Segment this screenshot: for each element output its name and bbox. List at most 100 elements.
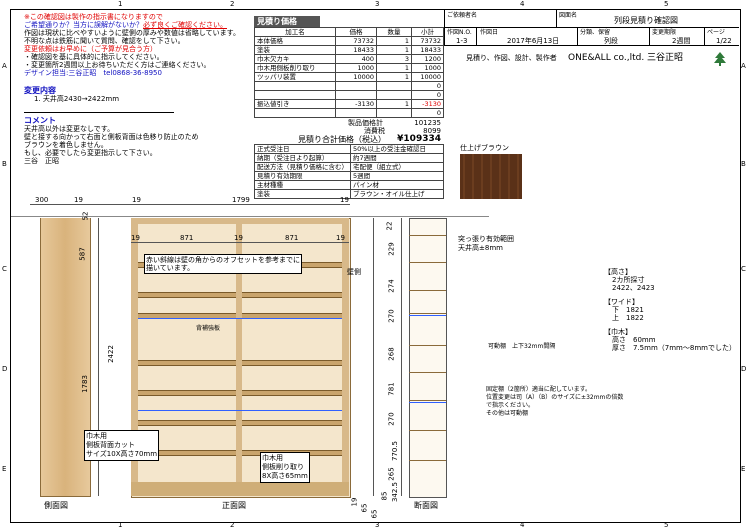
info-value: 50%以上の受注金確認日 [350, 144, 444, 154]
section-dim: 274 [387, 279, 396, 293]
maker-value: ONE&ALL co.,ltd. 三谷正昭 [568, 53, 684, 63]
notice-text: ・変更箇所2週間以上お待ちいただく方はご連絡ください。 [24, 61, 211, 69]
row-label-right: E [741, 465, 746, 473]
row-label-left: A [2, 62, 7, 70]
front-dim-19c: 19 [336, 234, 345, 242]
cell-subtotal: 0 [411, 108, 444, 118]
tree-logo-icon [714, 52, 726, 66]
changes-item: 1. 天井高2430→2422mm [34, 95, 120, 103]
estimate-title: 見積り価格 [254, 16, 320, 27]
cell-price: -3130 [335, 99, 377, 109]
fixed-shelf-line [138, 318, 342, 319]
row-label-right: C [741, 265, 746, 273]
front-shelf-left [138, 360, 236, 366]
page-value: 1/22 [716, 37, 732, 45]
cell-name: 本体価格 [254, 36, 336, 46]
cell-subtotal: 18433 [411, 45, 444, 55]
section-shelf [409, 372, 446, 373]
cell-name: 巾木欠カキ [254, 54, 336, 64]
dim-19a: 19 [74, 196, 83, 204]
baseboard-cut-note-2: 巾木用 側板削り取り 8X高さ65mm [260, 452, 310, 483]
col-label-bottom: 3 [375, 521, 380, 529]
cell-subtotal: 73732 [411, 36, 444, 46]
front-dim-871b: 871 [285, 234, 299, 242]
dim-300: 300 [35, 196, 49, 204]
front-shelf-left [138, 390, 236, 396]
row-label-right: B [741, 160, 746, 168]
specs-block: 【高さ】 2カ所採寸 2422、2423 【ワイド】 下 1821 上 1822… [604, 268, 736, 352]
section-shelf [409, 235, 446, 236]
col-label-bottom: 5 [664, 521, 669, 529]
tax-label: 消費税 [364, 127, 385, 135]
comment-line: もし、必要でしたら変更指示して下さい。 [24, 149, 157, 157]
customer-label: ご依頼者名 [447, 12, 478, 19]
notice-text: 作図は現状に比べやすいように壁側の厚みや数値は省略しています。 [24, 29, 240, 37]
skirting-title: 【巾木】 [604, 328, 632, 336]
baseboard-cut-note: 巾木用 側板背面カット サイズ10X高さ70mm [84, 430, 160, 461]
notice-line: ・変更箇所2週間以上お待ちいただく方はご連絡ください。 [24, 61, 240, 69]
rail-note: 背補強板 [196, 325, 221, 332]
section-dim: 85 [380, 491, 389, 501]
info-value: パイン材 [350, 180, 444, 190]
section-shelf [409, 400, 446, 401]
comment-line: 三谷 正昭 [24, 157, 59, 165]
dim-19c: 19 [340, 196, 349, 204]
section-shelf [409, 313, 446, 314]
category-label: 分類、保留 [580, 29, 611, 36]
width-line-1: 下 1821 [612, 306, 644, 314]
changes-block: 変更内容 1. 天井高2430→2422mm [24, 86, 174, 113]
drawing-frame [10, 9, 741, 523]
notice-text: ※この確認図は製作の指示書になりますので [24, 13, 163, 21]
info-key: 主材種種 [254, 180, 351, 190]
notice-line: ご希望通りか？当方に誤解がないか？必ず良くご確認ください。 [24, 21, 240, 29]
comment-line: ブラウンを着色しません。 [24, 141, 108, 149]
cell-qty: 1 [376, 63, 412, 73]
notice-line: デザイン担当:三谷正昭 tel0868-36-8950 [24, 69, 240, 77]
cell-name [254, 81, 336, 91]
comment-line: 天井高以外は変更なしです。 [24, 125, 115, 133]
table-row: 塗装ブラウン・オイル仕上げ [254, 189, 444, 199]
info-value: 5週間 [350, 171, 444, 181]
row-label-left: E [2, 465, 7, 473]
col-label-top: 2 [230, 0, 235, 8]
notice-line: ※この確認図は製作の指示書になりますので [24, 13, 240, 21]
dim-19b: 19 [132, 196, 141, 204]
section-dim: 229 [387, 242, 396, 256]
dim-1799: 1799 [232, 196, 250, 204]
header-name: 加工名 [254, 27, 336, 37]
row-label-left: C [2, 265, 7, 273]
cell-subtotal: 10000 [411, 72, 444, 82]
cell-subtotal: 0 [411, 90, 444, 100]
cell-qty: 1 [376, 36, 412, 46]
section-dim: 265 [387, 467, 396, 481]
row-label-left: D [2, 365, 8, 373]
section-fixed-shelf [409, 402, 446, 403]
cell-price: 10000 [335, 72, 377, 82]
notice-text: ・確認図を基に具体的に指示してください。 [24, 53, 164, 61]
tax-value: 8099 [423, 127, 441, 135]
section-dim: 19 [350, 497, 359, 507]
table-row: 主材種種パイン材 [254, 180, 444, 190]
front-shelf-left [138, 292, 236, 298]
offset-note: 赤い斜線は壁の角からのオフセットを参考までに描いています。 [144, 254, 302, 274]
drawing-name-label: 図面名 [559, 12, 578, 19]
notice-line: 不明な点は鉄筋に聞いて質問、確認をして下さい。 [24, 37, 240, 45]
header-price: 価格 [335, 27, 377, 37]
cell-qty: 1 [376, 45, 412, 55]
cell-qty [376, 81, 412, 91]
front-shelf-left [138, 420, 236, 426]
col-label-top: 5 [664, 0, 669, 8]
finish-swatch [460, 154, 522, 199]
fixed-shelf-line [138, 410, 342, 411]
cell-price [335, 81, 377, 91]
side-view-label: 側面図 [44, 501, 68, 510]
change-value: 2週間 [672, 37, 691, 45]
